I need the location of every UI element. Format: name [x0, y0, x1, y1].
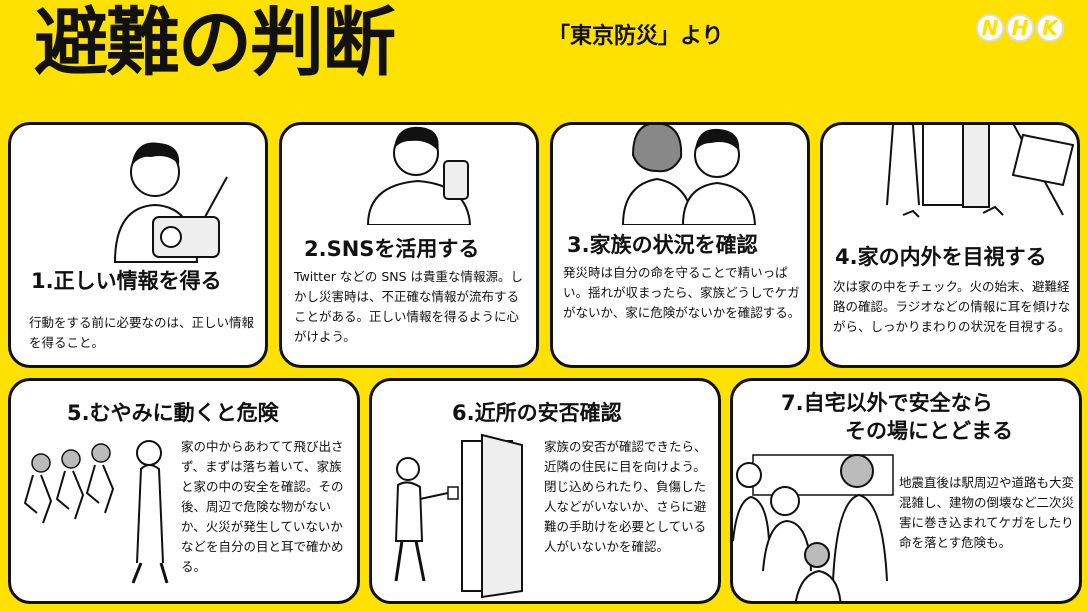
card-heading: 6.近所の安否確認	[452, 401, 622, 425]
nhk-logo: N H K	[976, 14, 1064, 42]
card-body: 発災時は自分の命を守ることで精いっぱい。揺れが収まったら、家族どうしでケガがない…	[563, 265, 801, 320]
card-body: 家族の安否が確認できたら、近隣の住民に目を向けよう。閉じ込められたり、負傷した人…	[544, 439, 707, 554]
card-body: 行動をする前に必要なのは、正しい情報を得ること。	[29, 315, 255, 350]
logo-letter: H	[1006, 14, 1034, 42]
card-inspect-house: 4.家の内外を目視する 次は家の中をチェック。火の始末、避難経路の確認。ラジオな…	[820, 122, 1080, 368]
card-heading: 3.家族の状況を確認	[567, 233, 758, 257]
card-heading: 7.自宅以外で安全なら	[781, 391, 993, 415]
card-body: 地震直後は駅周辺や道路も大変混雑し、建物の倒壊など二次災害に巻き込まれてケガをし…	[899, 475, 1075, 550]
card-body: 次は家の中をチェック。火の始末、避難経路の確認。ラジオなどの情報に耳を傾けながら…	[833, 279, 1071, 334]
card-heading: 2.SNSを活用する	[304, 237, 480, 261]
card-heading: その場にとどまる	[845, 419, 1013, 443]
card-body: 家の中からあわてて飛び出さず、まずは落ち着いて、家族と家の中の安全を確認。その後…	[181, 439, 344, 574]
radio-person-illustration	[113, 142, 228, 263]
logo-letter: K	[1036, 14, 1064, 42]
neighbor-door-illustration	[394, 433, 523, 599]
source-note: 「東京防災」より	[548, 24, 724, 49]
damaged-house-illustration	[886, 125, 1075, 218]
smartphone-person-illustration	[366, 126, 472, 225]
card-heading: 1.正しい情報を得る	[31, 269, 222, 293]
card-stay-put: 7.自宅以外で安全なら その場にとどまる 地震直後は駅周辺や道路も大変混雑し、建…	[730, 378, 1082, 604]
card-family: 3.家族の状況を確認 発災時は自分の命を守ることで精いっぱい。揺れが収まったら、…	[550, 122, 810, 368]
running-crowd-illustration	[23, 440, 169, 584]
page-title: 避難の判断	[34, 0, 396, 86]
logo-letter: N	[976, 14, 1004, 42]
office-people-illustration	[733, 454, 894, 601]
card-correct-info: 1.正しい情報を得る 行動をする前に必要なのは、正しい情報を得ること。	[8, 122, 268, 368]
card-body: Twitter などの SNS は貴重な情報源。しかし災害時は、不正確な情報が流…	[294, 269, 524, 344]
card-heading: 5.むやみに動くと危険	[67, 401, 279, 425]
card-sns: 2.SNSを活用する Twitter などの SNS は貴重な情報源。しかし災害…	[279, 122, 539, 368]
card-heading: 4.家の内外を目視する	[835, 245, 1047, 269]
card-dont-rush: 5.むやみに動くと危険 家の中からあわてて飛び出さず、まずは落ち着いて、家族と家…	[8, 378, 360, 604]
family-illustration	[621, 125, 757, 225]
card-neighbors: 6.近所の安否確認 家族の安否が確認できたら、近隣の住民に目を向けよう。閉じ込め…	[369, 378, 721, 604]
